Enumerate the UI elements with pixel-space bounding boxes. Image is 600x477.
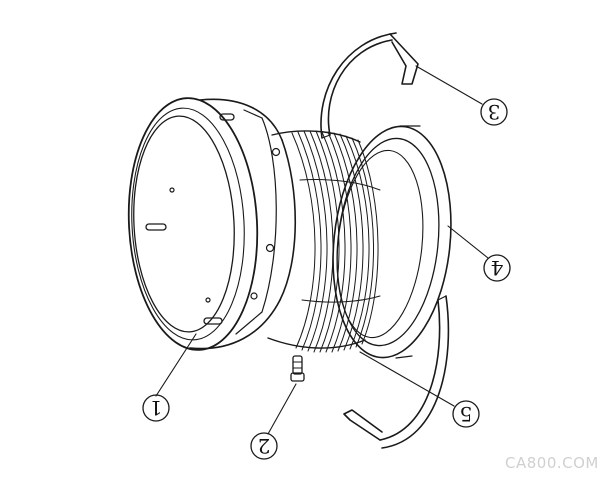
watermark: CA800.COM — [505, 454, 599, 472]
callout-label-2: 2 — [258, 434, 271, 458]
callout-3: 3 — [415, 65, 508, 126]
flange-disc — [332, 125, 452, 359]
callout-1: 1 — [142, 333, 197, 422]
callout-5: 5 — [359, 351, 480, 428]
callout-2: 2 — [250, 383, 297, 460]
bolt-part — [290, 355, 305, 382]
callout-label-1: 1 — [150, 396, 163, 420]
callout-4: 4 — [447, 225, 511, 282]
callout-label-4: 4 — [491, 256, 504, 280]
housing-ring — [127, 97, 297, 351]
lower-retaining-ring — [343, 295, 450, 449]
upper-retaining-ring — [320, 32, 419, 139]
callout-label-3: 3 — [488, 100, 501, 124]
callout-label-5: 5 — [460, 402, 473, 426]
spring-coil — [267, 130, 381, 353]
